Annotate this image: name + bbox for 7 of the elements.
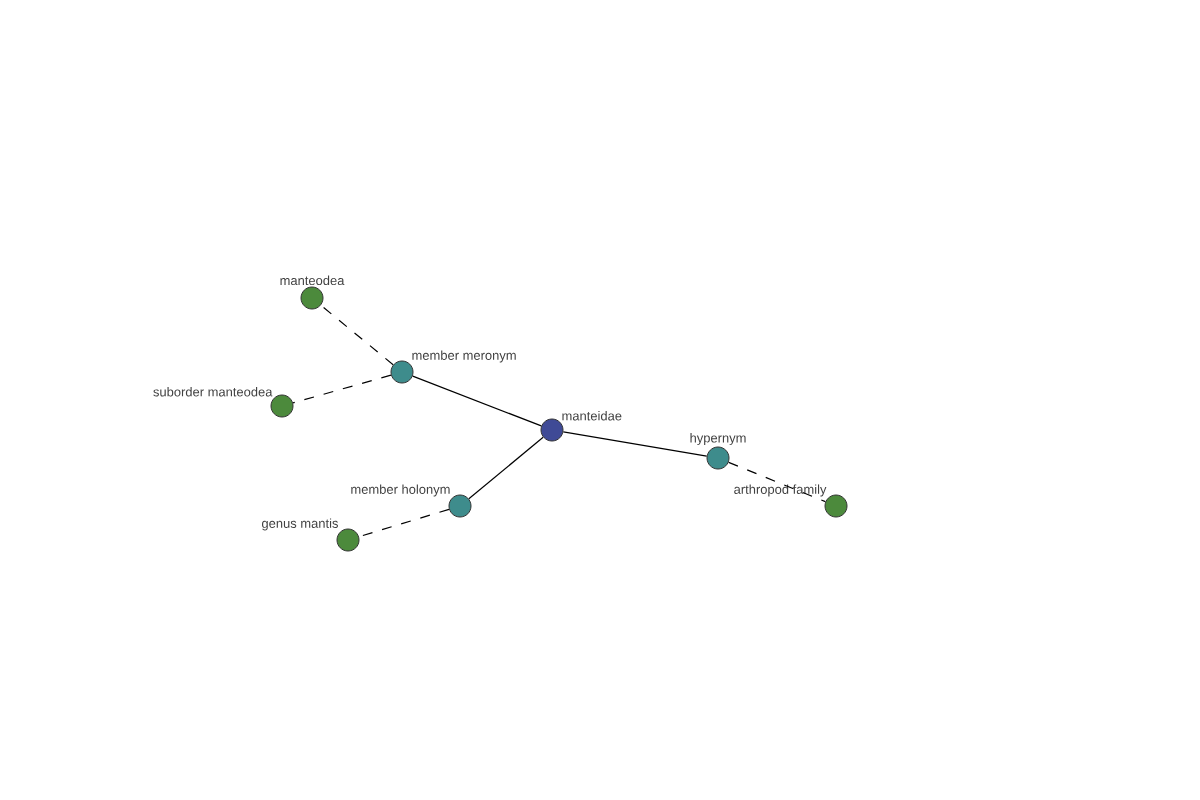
connector-line xyxy=(412,375,542,427)
connector-line xyxy=(468,436,544,500)
connector-line xyxy=(728,461,826,503)
connector-line xyxy=(562,431,708,457)
connector-line xyxy=(320,304,394,366)
connector-line xyxy=(358,508,450,538)
connector-line xyxy=(292,374,392,404)
